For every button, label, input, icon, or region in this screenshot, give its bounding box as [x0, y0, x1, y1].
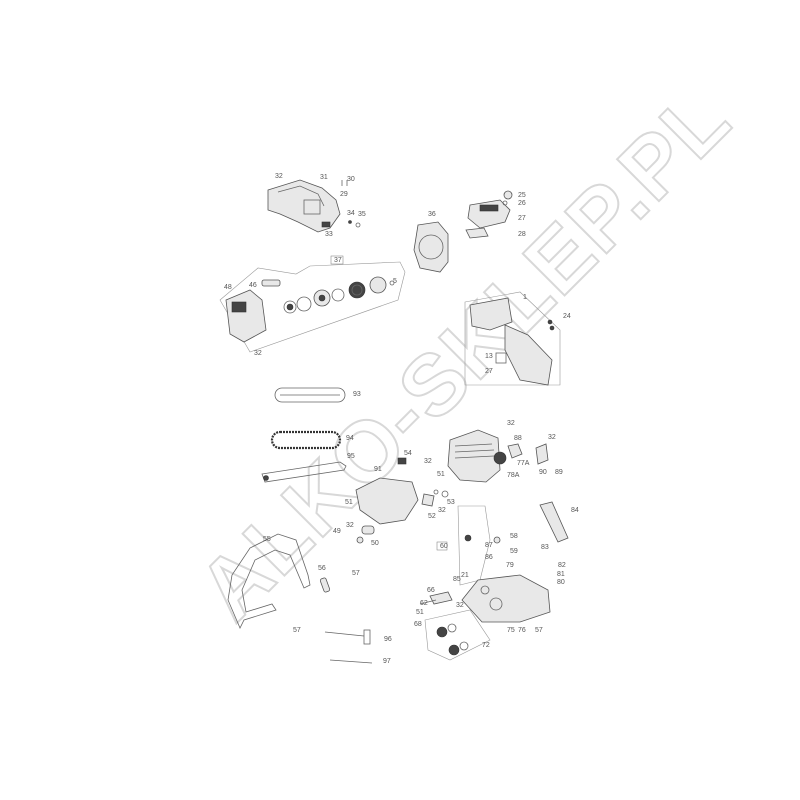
starter-assembly	[219, 255, 406, 353]
label-32: 32	[507, 420, 515, 427]
bar-cover	[274, 387, 346, 403]
label-51: 51	[345, 499, 353, 506]
saw-chain	[270, 430, 342, 450]
label-95: 95	[347, 453, 355, 460]
label-32: 32	[438, 507, 446, 514]
label-93: 93	[353, 391, 361, 398]
air-filter-cover-assembly	[465, 190, 513, 239]
label-57: 57	[352, 570, 360, 577]
label-56: 56	[318, 565, 326, 572]
label-57: 57	[293, 627, 301, 634]
caps-assembly	[424, 609, 491, 661]
label-48: 48	[224, 284, 232, 291]
label-87: 87	[485, 542, 493, 549]
label-21: 21	[461, 572, 469, 579]
label-84: 84	[571, 507, 579, 514]
guide-bar	[261, 461, 347, 483]
label-54: 54	[404, 450, 412, 457]
label-49: 49	[333, 528, 341, 535]
label-46: 46	[249, 282, 257, 289]
label-52: 52	[428, 513, 436, 520]
label-51: 51	[416, 609, 424, 616]
label-75: 75	[507, 627, 515, 634]
label-96: 96	[384, 636, 392, 643]
label-94: 94	[346, 435, 354, 442]
label-1: 1	[523, 294, 527, 301]
label-34: 34	[347, 210, 355, 217]
label-24: 24	[563, 313, 571, 320]
label-36: 36	[428, 211, 436, 218]
label-81: 81	[557, 571, 565, 578]
label-26: 26	[518, 200, 526, 207]
label-78a: 78A	[507, 472, 520, 479]
label-50: 50	[371, 540, 379, 547]
tools	[324, 629, 373, 664]
label-66: 66	[427, 587, 435, 594]
label-5: 5	[393, 278, 397, 285]
label-91: 91	[374, 466, 382, 473]
label-58: 58	[510, 533, 518, 540]
label-60: 60	[440, 543, 448, 550]
rear-handle-tank	[419, 574, 551, 623]
label-89: 89	[555, 469, 563, 476]
part-labels: 32 31 30 29 34 35 33 25 26 27 28 36 37 4…	[224, 173, 579, 665]
label-82: 82	[558, 562, 566, 569]
label-27: 27	[518, 215, 526, 222]
label-76: 76	[518, 627, 526, 634]
label-27: 27	[485, 368, 493, 375]
label-79: 79	[506, 562, 514, 569]
chain-brake-cover	[355, 457, 449, 544]
label-33: 33	[325, 231, 333, 238]
crankcase-assembly	[464, 291, 561, 386]
label-90: 90	[539, 469, 547, 476]
label-59: 59	[510, 548, 518, 555]
label-32: 32	[456, 602, 464, 609]
front-handle	[227, 533, 331, 629]
label-80: 80	[557, 579, 565, 586]
label-72: 72	[482, 642, 490, 649]
label-85: 85	[453, 576, 461, 583]
label-53: 53	[447, 499, 455, 506]
label-55: 55	[263, 536, 271, 543]
label-32: 32	[254, 350, 262, 357]
label-97: 97	[383, 658, 391, 665]
label-68: 68	[414, 621, 422, 628]
label-83: 83	[541, 544, 549, 551]
filter-housing	[413, 221, 449, 273]
label-86: 86	[485, 554, 493, 561]
label-32: 32	[548, 434, 556, 441]
top-cover-assembly	[267, 179, 361, 233]
label-35: 35	[358, 211, 366, 218]
label-77a: 77A	[517, 460, 530, 467]
fuel-line-assembly	[436, 505, 501, 586]
label-25: 25	[518, 192, 526, 199]
label-88: 88	[514, 435, 522, 442]
engine-assembly	[447, 429, 549, 483]
label-31: 31	[320, 174, 328, 181]
label-32: 32	[346, 522, 354, 529]
label-29: 29	[340, 191, 348, 198]
label-57: 57	[535, 627, 543, 634]
label-32: 32	[424, 458, 432, 465]
label-13: 13	[485, 353, 493, 360]
label-28: 28	[518, 231, 526, 238]
label-30: 30	[347, 176, 355, 183]
rear-handle-guard	[539, 501, 569, 543]
label-51: 51	[437, 471, 445, 478]
label-32: 32	[275, 173, 283, 180]
label-62: 62	[420, 600, 428, 607]
label-37: 37	[334, 257, 342, 264]
